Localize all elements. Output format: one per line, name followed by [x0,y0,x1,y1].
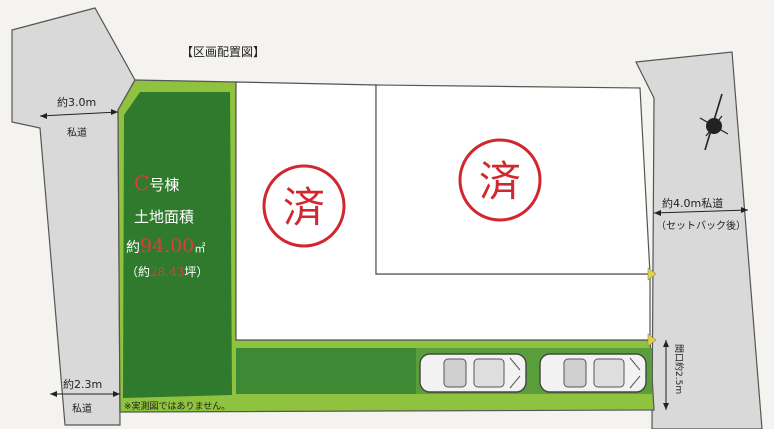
lot-c-area-sqm: 約94.00㎡ [126,235,205,257]
dimension-arrow [111,109,118,115]
car-icon [539,353,647,393]
dimension-arrow [741,207,748,213]
marker-triangle [647,333,657,347]
right-road-width: 約4.0m私道 [662,196,723,210]
dimension-arrow [654,210,661,216]
lot-c-area-label: 土地面積 [134,208,194,226]
dimension-line [39,111,119,117]
svg-text:済: 済 [479,157,521,206]
plan-title: 【区画配置図】 [181,45,265,59]
dimension-arrow [663,403,669,410]
svg-text:済: 済 [283,183,325,232]
dimension-line [653,209,749,214]
sold-stamp-right: 済 [458,138,542,222]
frontage-label: 間口約2.5m [673,344,685,394]
right-road-note: （セットバック後） [656,219,746,232]
dimension-arrow [40,113,47,119]
lot-c-main [123,92,232,398]
dimension-arrow [663,340,669,347]
left-road-top-width: 約3.0m [57,95,96,109]
left-road-bottom-width: 約2.3m [63,377,102,391]
right-private-road [635,51,763,429]
car-icon [419,353,527,393]
left-road-top-type: 私道 [67,126,87,139]
disclaimer-note: ※実測図ではありません。 [124,400,230,412]
dimension-arrow [113,391,120,397]
lot-c-name: C号棟 [134,171,179,195]
lot-c-area-tsubo: （約28.43坪） [126,264,208,279]
lot-c-passage [236,348,416,394]
marker-triangle [647,267,657,281]
sold-stamp-middle: 済 [262,164,346,248]
compass-icon [699,93,729,151]
left-road-bottom-type: 私道 [72,402,92,415]
dimension-arrow [50,391,57,397]
